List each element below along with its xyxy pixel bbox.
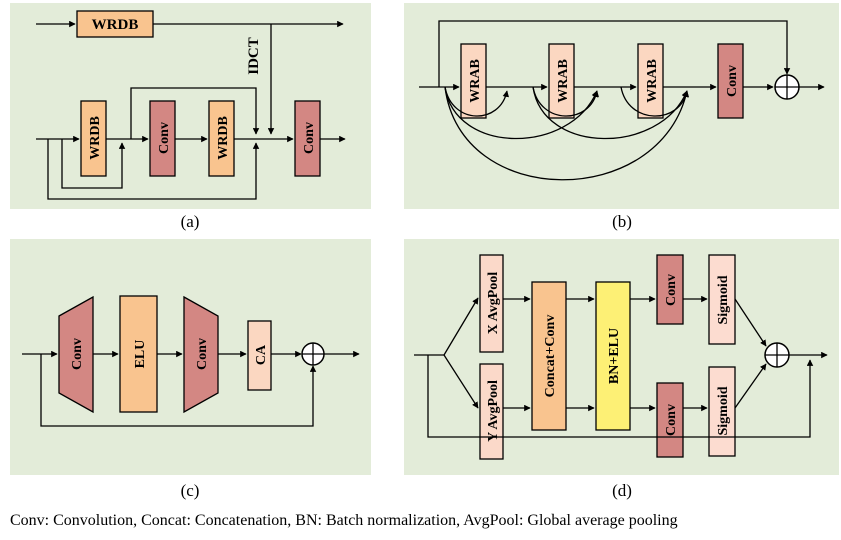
wrdb-1-block xyxy=(80,100,107,177)
wrdb-2-block xyxy=(208,100,235,177)
wrab-1-block xyxy=(460,43,487,119)
conv-bottom-block xyxy=(656,382,684,458)
ca-block xyxy=(247,320,272,391)
sigmoid-top-label: Sigmoid xyxy=(716,275,731,324)
conv-bottom-label: Conv xyxy=(664,404,679,436)
panel-b: WRAB WRAB WRAB Conv xyxy=(404,3,839,209)
conv-1-label: Conv xyxy=(157,122,172,154)
wrab-3-block xyxy=(637,43,664,119)
concat-conv-block xyxy=(531,281,567,431)
wrab-2-block xyxy=(548,43,575,119)
panel-d: X AvgPool Y AvgPool Concat+Conv BN+ELU C… xyxy=(404,239,839,475)
caption-c: (c) xyxy=(181,481,200,500)
ca-label: CA xyxy=(254,344,269,365)
x-avgpool-block xyxy=(479,254,504,353)
wrdb-top-block xyxy=(76,10,154,38)
caption-a: (a) xyxy=(181,212,200,231)
conv-2-label: Conv xyxy=(302,122,317,154)
conv-2-label: Conv xyxy=(195,338,210,370)
caption-b: (b) xyxy=(612,212,632,231)
conv-top-block xyxy=(656,254,684,325)
wrdb-2-label: WRDB xyxy=(216,116,231,160)
bn-elu-label: BN+ELU xyxy=(607,328,622,384)
conv-top-label: Conv xyxy=(664,274,679,306)
sigmoid-bottom-label: Sigmoid xyxy=(716,386,731,435)
concat-conv-label: Concat+Conv xyxy=(543,315,558,398)
panel-a: WRDB IDCT WRDB Conv WRDB Conv xyxy=(10,3,371,209)
y-avgpool-block xyxy=(479,363,504,460)
x-avgpool-label: X AvgPool xyxy=(486,272,501,334)
wrdb-top-label: WRDB xyxy=(92,17,139,33)
wrdb-1-label: WRDB xyxy=(88,116,103,160)
panel-c: Conv ELU Conv CA xyxy=(10,239,371,475)
conv-1-label: Conv xyxy=(70,338,85,370)
sigmoid-bottom-block xyxy=(708,366,736,457)
conv-label: Conv xyxy=(725,65,740,97)
conv-2-trapezoid xyxy=(183,295,219,414)
wrab-2-label: WRAB xyxy=(556,59,571,103)
wrab-1-label: WRAB xyxy=(468,59,483,103)
abbreviation-legend: Conv: Convolution, Concat: Concatenation… xyxy=(10,512,678,529)
conv-2-block xyxy=(294,100,321,177)
idct-label: IDCT xyxy=(246,37,262,75)
caption-d: (d) xyxy=(612,481,632,500)
elu-label: ELU xyxy=(133,340,148,369)
elu-block xyxy=(119,295,158,413)
wrab-3-label: WRAB xyxy=(645,59,660,103)
conv-1-trapezoid xyxy=(58,295,94,414)
bn-elu-block xyxy=(595,281,631,431)
conv-block xyxy=(717,43,744,119)
y-avgpool-label: Y AvgPool xyxy=(486,380,501,442)
